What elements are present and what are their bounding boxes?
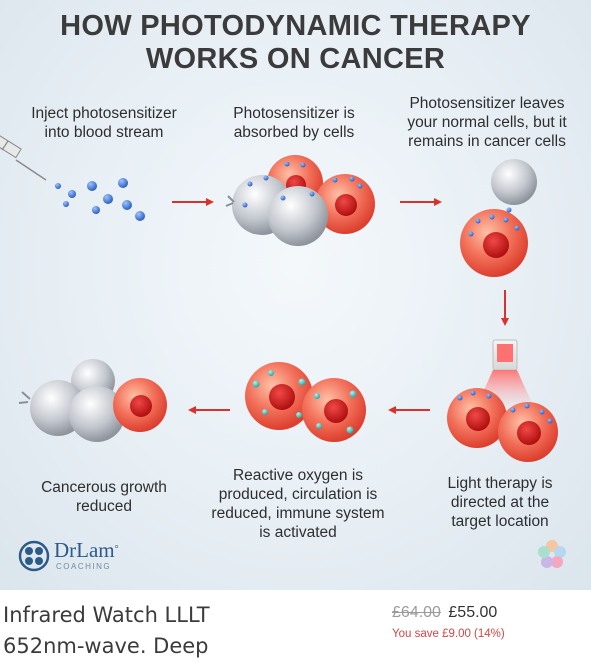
title-line: WORKS ON CANCER (145, 43, 446, 75)
syringe-icon (0, 132, 47, 181)
caption-line: reduced (75, 498, 132, 515)
logo-subtitle: COACHING (56, 562, 112, 571)
cells-separated (460, 159, 537, 277)
title-line: HOW PHOTODYNAMIC THERAPY (60, 10, 531, 42)
caption-line: Inject photosensitizer (31, 105, 177, 122)
logo-name-text: DrLam (54, 538, 115, 562)
caption-line: into blood stream (44, 124, 164, 141)
cancer-cells-lit (447, 388, 558, 462)
caption-line: reduced, immune system (211, 505, 385, 522)
step-caption-remains: Photosensitizer leaves your normal cells… (394, 94, 580, 151)
product-title-line: 652nm-wave. Deep (3, 634, 209, 658)
product-title-link[interactable]: Infrared Watch LLLT 652nm-wave. Deep (3, 600, 323, 662)
drlam-logo: DrLam° COACHING (18, 537, 128, 575)
cell-cluster-absorbed (225, 155, 375, 246)
caption-line: is activated (259, 524, 337, 541)
cells-reactive-oxygen (245, 362, 366, 442)
logo-name: DrLam° (54, 539, 119, 561)
caption-line: target location (451, 513, 549, 530)
infographic-image[interactable]: HOW PHOTODYNAMIC THERAPY WORKS ON CANCER… (0, 0, 591, 590)
price-row: £64.00 £55.00 (392, 604, 497, 622)
product-title-line: Infrared Watch LLLT (3, 603, 210, 627)
caption-line: Photosensitizer leaves (409, 95, 565, 112)
caption-line: absorbed by cells (233, 124, 355, 141)
caption-line: Cancerous growth (41, 479, 167, 496)
step-caption-oxygen: Reactive oxygen is produced, circulation… (200, 466, 396, 542)
logo-mark: ° (114, 544, 119, 555)
caption-line: Photosensitizer is (233, 105, 355, 122)
drlam-logo-icon (18, 540, 50, 572)
infographic-title: HOW PHOTODYNAMIC THERAPY WORKS ON CANCER (0, 10, 591, 76)
caption-line: directed at the (450, 494, 550, 511)
product-card-info: Infrared Watch LLLT 652nm-wave. Deep £64… (0, 590, 591, 663)
caption-line: produced, circulation is (218, 486, 378, 503)
step-caption-light: Light therapy is directed at the target … (420, 474, 580, 531)
caption-line: Light therapy is (447, 475, 553, 492)
photosensitizer-dots (55, 178, 145, 221)
pdt-illustration (0, 132, 566, 568)
step-caption-inject: Inject photosensitizer into blood stream (14, 104, 194, 142)
caption-line: your normal cells, but it (407, 114, 567, 131)
sale-price: £55.00 (448, 604, 498, 621)
cells-reduced-growth (18, 359, 167, 442)
caption-line: Reactive oxygen is (232, 467, 364, 484)
savings-text: You save £9.00 (14%) (392, 628, 505, 640)
step-caption-absorbed: Photosensitizer is absorbed by cells (214, 104, 374, 142)
caption-line: remains in cancer cells (408, 133, 566, 150)
old-price: £64.00 (392, 604, 441, 621)
step-caption-reduced: Cancerous growth reduced (24, 478, 184, 516)
flower-icon (538, 540, 566, 568)
